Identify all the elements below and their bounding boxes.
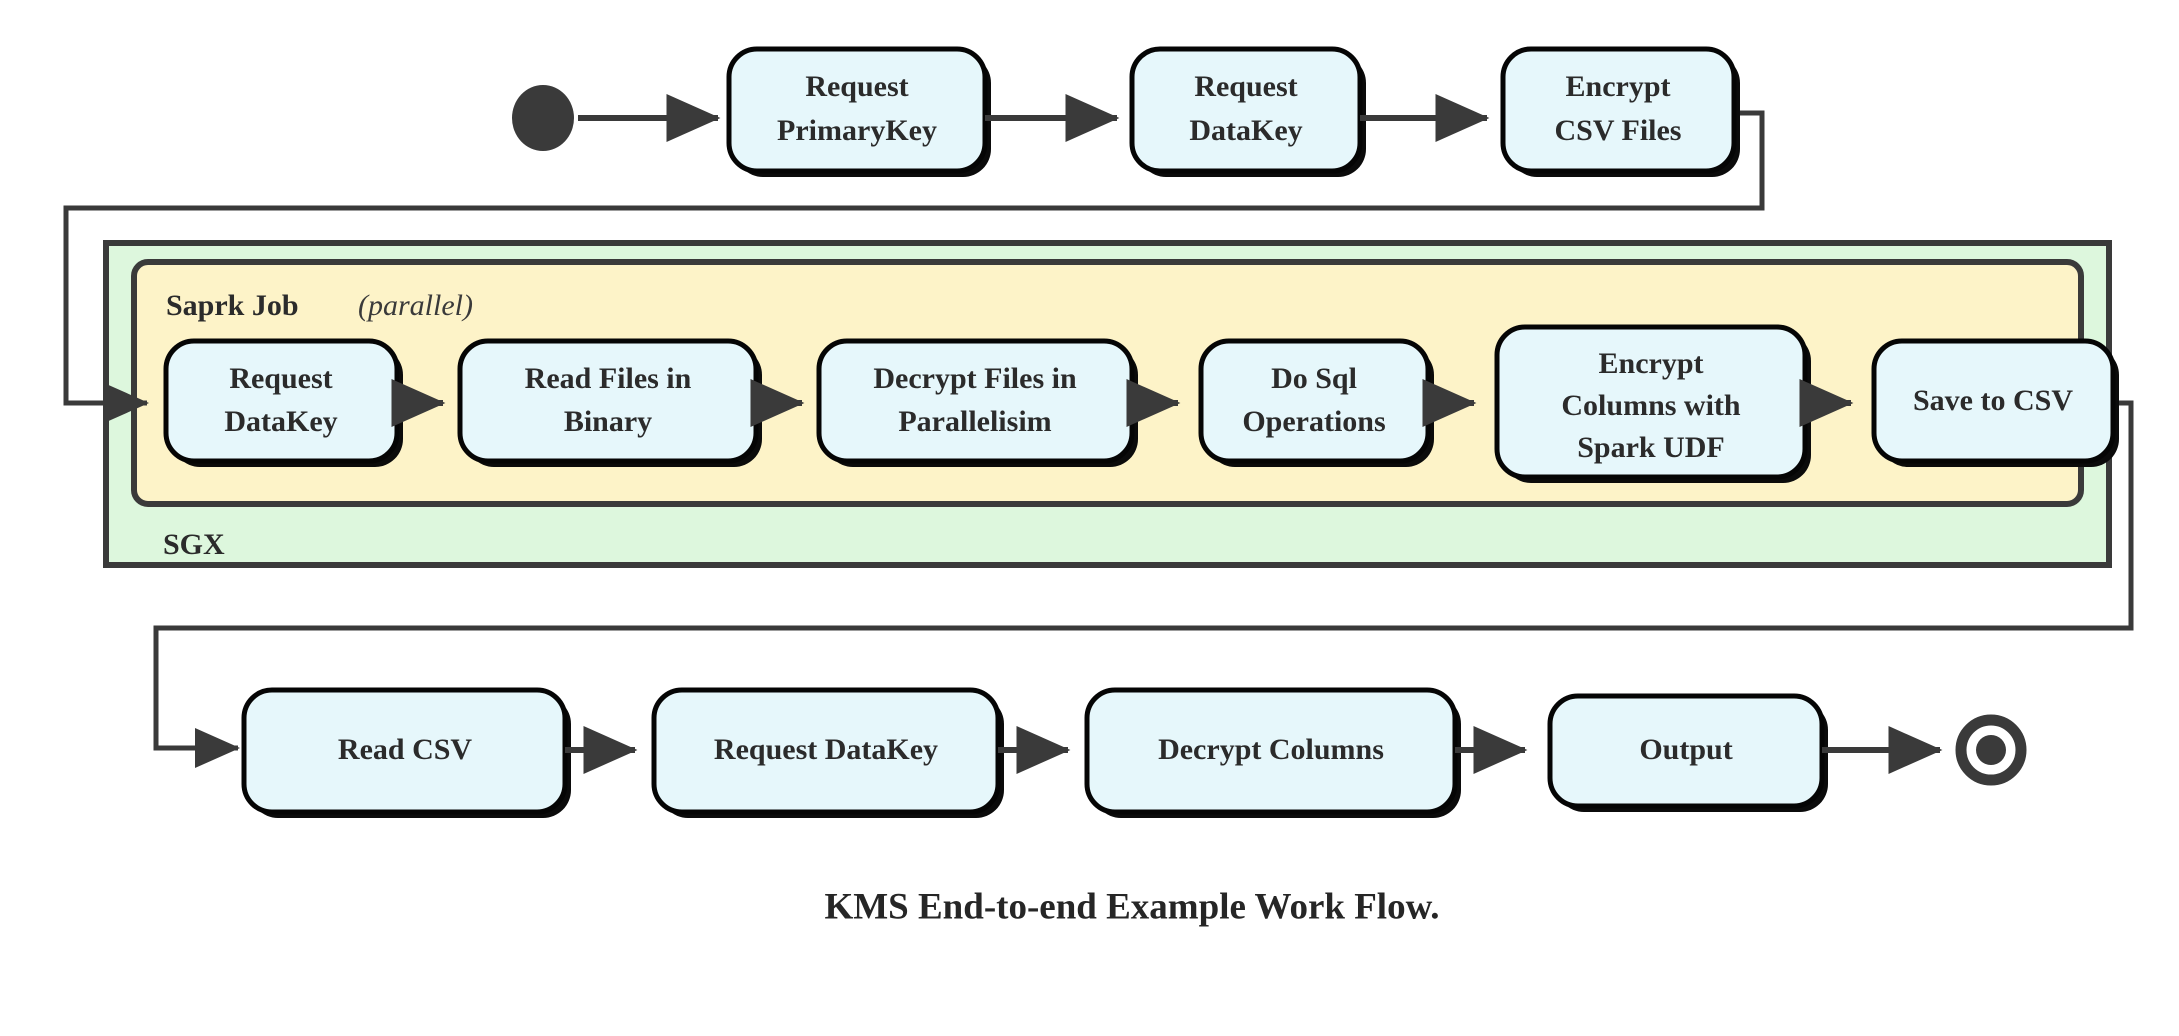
node-label-line2: Parallelisim (898, 405, 1051, 438)
node-read-files-in-binary[interactable]: Read Files in Binary (457, 338, 762, 467)
node-output[interactable]: Output (1547, 693, 1828, 812)
node-save-to-csv[interactable]: Save to CSV (1871, 338, 2119, 467)
node-body[interactable] (163, 338, 400, 464)
node-encrypt-csv-files[interactable]: Encrypt CSV Files (1500, 46, 1740, 177)
node-label-line1: Encrypt (1566, 70, 1671, 103)
node-label-line1: Request (229, 362, 332, 395)
sgx-group-label: SGX (163, 528, 225, 561)
end-state-dot (1976, 735, 2006, 765)
node-label-line3: Spark UDF (1577, 431, 1725, 464)
start-state (512, 85, 574, 151)
node-label-line2: CSV Files (1555, 114, 1682, 147)
node-body[interactable] (1500, 46, 1737, 174)
edge-savetocsv-to-readcsv (153, 400, 2134, 768)
node-request-primarykey[interactable]: Request PrimaryKey (726, 46, 991, 177)
node-label-line1: Request (1194, 70, 1297, 103)
end-state (1955, 714, 2027, 786)
node-label-line2: PrimaryKey (777, 114, 937, 147)
node-label-line1: Do Sql (1271, 362, 1357, 395)
node-body[interactable] (1198, 338, 1431, 464)
node-encrypt-columns-with-spark-udf[interactable]: Encrypt Columns with Spark UDF (1494, 324, 1811, 483)
node-label-line2: Columns with (1561, 389, 1741, 422)
spark-job-label: Saprk Job (166, 289, 299, 322)
node-label-line2: DataKey (224, 405, 337, 438)
node-decrypt-columns[interactable]: Decrypt Columns (1084, 687, 1461, 818)
diagram-caption: KMS End-to-end Example Work Flow. (824, 886, 1439, 927)
edge-encryptcsv-to-requestdatakey (63, 110, 1765, 423)
end-state-ring (1955, 714, 2027, 786)
node-body[interactable] (1871, 338, 2116, 464)
node-request-datakey-spark[interactable]: Request DataKey (163, 338, 403, 467)
node-request-datakey-top[interactable]: Request DataKey (1129, 46, 1366, 177)
node-label-line2: DataKey (1189, 114, 1302, 147)
start-state-marker (512, 85, 574, 151)
node-label-line1: Read CSV (338, 733, 473, 766)
node-label-line1: Request (805, 70, 908, 103)
node-body[interactable] (816, 338, 1135, 464)
node-label-line1: Save to CSV (1913, 384, 2073, 417)
node-request-datakey-bottom[interactable]: Request DataKey (651, 687, 1004, 818)
node-label-line1: Output (1639, 733, 1732, 766)
node-read-csv[interactable]: Read CSV (241, 687, 571, 818)
node-body[interactable] (1129, 46, 1363, 174)
node-label-line1: Decrypt Columns (1158, 733, 1384, 766)
node-do-sql-operations[interactable]: Do Sql Operations (1198, 338, 1434, 467)
node-label-line2: Binary (564, 405, 652, 438)
spark-job-qualifier: (parallel) (358, 289, 473, 322)
node-body[interactable] (726, 46, 988, 174)
node-label-line1: Decrypt Files in (873, 362, 1077, 395)
node-decrypt-files-in-parallelisim[interactable]: Decrypt Files in Parallelisim (816, 338, 1138, 467)
node-body[interactable] (457, 338, 759, 464)
node-label-line1: Request DataKey (714, 733, 938, 766)
node-label-line2: Operations (1242, 405, 1385, 438)
node-label-line1: Encrypt (1599, 347, 1704, 380)
node-label-line1: Read Files in (525, 362, 692, 395)
